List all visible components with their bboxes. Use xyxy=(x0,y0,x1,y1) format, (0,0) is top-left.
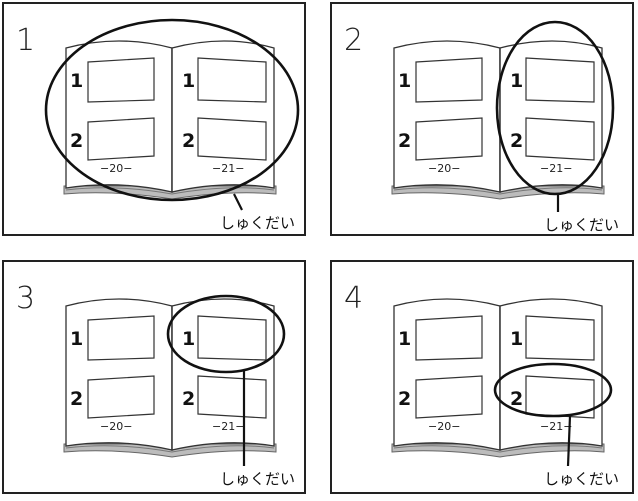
highlight-circle xyxy=(44,18,300,202)
panel-2-drawing: 2 1 2 1 2 −20− −21− しゅくだい xyxy=(344,20,619,234)
homework-label: しゅくだい xyxy=(544,470,619,488)
problem-box xyxy=(197,117,267,161)
open-book: 1 2 1 2 −20− −21− xyxy=(63,298,277,458)
problem-number: 1 xyxy=(510,70,523,92)
problem-box xyxy=(415,375,483,419)
panel-4: 4 1 2 1 2 −20− −21− しゅくだい xyxy=(330,260,634,494)
panel-1-drawing: 1 1 2 1 2 −20− −21− しゅくだい xyxy=(16,18,300,232)
problem-box xyxy=(525,315,595,361)
problem-number: 1 xyxy=(70,328,83,350)
problem-number: 2 xyxy=(510,130,523,152)
pointer-line xyxy=(566,415,572,467)
problem-number: 1 xyxy=(182,328,195,350)
problem-number: 2 xyxy=(398,388,411,410)
panel-2: 2 1 2 1 2 −20− −21− しゅくだい xyxy=(330,2,634,236)
problem-number: 2 xyxy=(398,130,411,152)
panel-4-drawing: 4 1 2 1 2 −20− −21− しゅくだい xyxy=(344,281,619,488)
problem-box xyxy=(197,375,267,419)
open-book: 1 2 1 2 −20− −21− xyxy=(391,40,605,200)
panel-3-drawing: 3 1 2 1 2 −20− −21− しゅくだい xyxy=(16,281,295,488)
problem-number: 1 xyxy=(70,70,83,92)
panel-number: 4 xyxy=(344,281,363,316)
problem-box xyxy=(197,315,267,361)
page-number: −21− xyxy=(540,420,572,433)
problem-box xyxy=(87,57,155,103)
problem-number: 2 xyxy=(510,388,523,410)
problem-number: 1 xyxy=(398,328,411,350)
problem-number: 1 xyxy=(182,70,195,92)
homework-label: しゅくだい xyxy=(220,470,295,488)
highlight-circle xyxy=(166,294,286,374)
homework-label: しゅくだい xyxy=(544,216,619,234)
problem-box xyxy=(525,375,595,419)
problem-box xyxy=(87,375,155,419)
problem-box xyxy=(197,57,267,103)
problem-box xyxy=(415,117,483,161)
panel-3: 3 1 2 1 2 −20− −21− しゅくだい xyxy=(2,260,306,494)
problem-box xyxy=(415,57,483,103)
page-number: −20− xyxy=(100,420,132,433)
open-book: 1 2 1 2 −20− −21− xyxy=(391,298,605,458)
highlight-circle xyxy=(495,20,615,196)
homework-label: しゅくだい xyxy=(220,214,295,232)
problem-number: 2 xyxy=(70,388,83,410)
problem-number: 1 xyxy=(510,328,523,350)
page-number: −20− xyxy=(428,420,460,433)
problem-box xyxy=(525,117,595,161)
page-number: −20− xyxy=(428,162,460,175)
panel-number: 1 xyxy=(16,23,35,58)
problem-number: 2 xyxy=(182,130,195,152)
panel-number: 2 xyxy=(344,23,363,58)
page-number: −21− xyxy=(212,162,244,175)
problem-number: 2 xyxy=(182,388,195,410)
page-number: −21− xyxy=(540,162,572,175)
problem-box xyxy=(525,57,595,103)
pointer-line xyxy=(233,193,243,211)
open-book: 1 2 1 2 −20− −21− xyxy=(63,40,277,200)
highlight-circle xyxy=(493,362,613,418)
page-number: −20− xyxy=(100,162,132,175)
problem-box xyxy=(87,117,155,161)
problem-box xyxy=(87,315,155,361)
page-number: −21− xyxy=(212,420,244,433)
problem-number: 1 xyxy=(398,70,411,92)
panel-1: 1 1 2 1 2 −20− −21− しゅくだい xyxy=(2,2,306,236)
panel-number: 3 xyxy=(16,281,35,316)
problem-box xyxy=(415,315,483,361)
problem-number: 2 xyxy=(70,130,83,152)
